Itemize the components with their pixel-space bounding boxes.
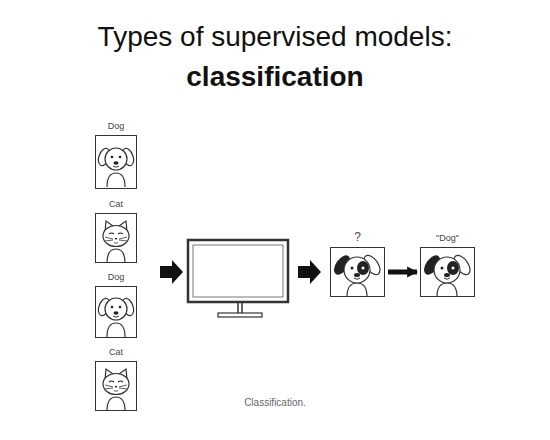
block-arrow — [298, 260, 321, 284]
image-card: Cat — [95, 347, 137, 411]
picture-frame — [95, 135, 137, 189]
dog-picture — [421, 253, 473, 297]
class-label: Dog — [95, 272, 137, 283]
cat-picture — [103, 221, 129, 263]
image-card: Cat — [95, 199, 137, 263]
image-card: Dog — [95, 121, 137, 189]
caption: Classification. — [0, 397, 550, 408]
class-label: "Dog" — [420, 233, 475, 244]
class-label: Cat — [95, 199, 137, 210]
subtitle: classification — [0, 60, 550, 94]
dog-picture — [331, 253, 383, 297]
image-card: ? — [330, 230, 385, 297]
picture-frame — [95, 213, 137, 263]
picture-frame — [95, 286, 137, 338]
picture-frame — [330, 247, 385, 297]
class-label: Dog — [95, 121, 137, 132]
dog-picture — [96, 297, 136, 337]
picture-frame — [420, 247, 475, 297]
picture-frame — [95, 361, 137, 411]
class-label: Cat — [95, 347, 137, 358]
monitor — [188, 240, 288, 317]
arrow — [388, 270, 417, 275]
image-card: Dog — [95, 272, 137, 338]
title: Types of supervised models: — [0, 20, 550, 54]
cat-picture — [103, 369, 129, 411]
image-card: "Dog" — [420, 233, 475, 297]
block-arrow — [160, 260, 183, 284]
dog-picture — [96, 147, 136, 187]
class-label: ? — [330, 230, 385, 244]
